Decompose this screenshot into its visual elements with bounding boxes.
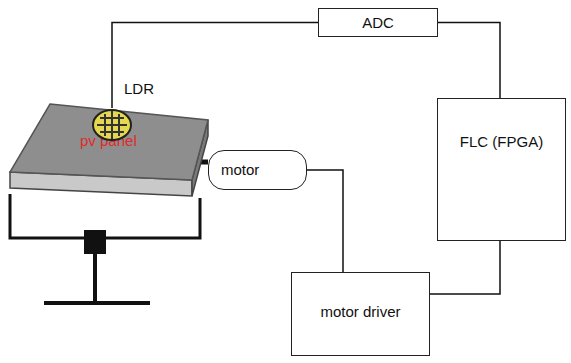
signal-wire (438, 23, 500, 99)
node-label: LDR (124, 80, 154, 98)
node-label: motor driver (320, 303, 400, 321)
ldr-shape (92, 108, 132, 142)
stand-joint (84, 230, 106, 254)
node-label: ADC (362, 14, 394, 32)
ldr-sensor: LDR (92, 108, 132, 142)
node-label: FLC (FPGA) (460, 133, 543, 151)
motor-driver-box: motor driver (291, 272, 430, 356)
signal-wire (307, 170, 343, 272)
motor-box: motor (208, 150, 307, 190)
signal-wire (430, 241, 500, 294)
node-label: motor (221, 161, 259, 179)
adc-box: ADC (318, 8, 438, 37)
flc-box: FLC (FPGA) (437, 98, 566, 241)
signal-wire (112, 23, 318, 109)
stand-base (44, 301, 150, 305)
stand-pole (93, 254, 97, 304)
